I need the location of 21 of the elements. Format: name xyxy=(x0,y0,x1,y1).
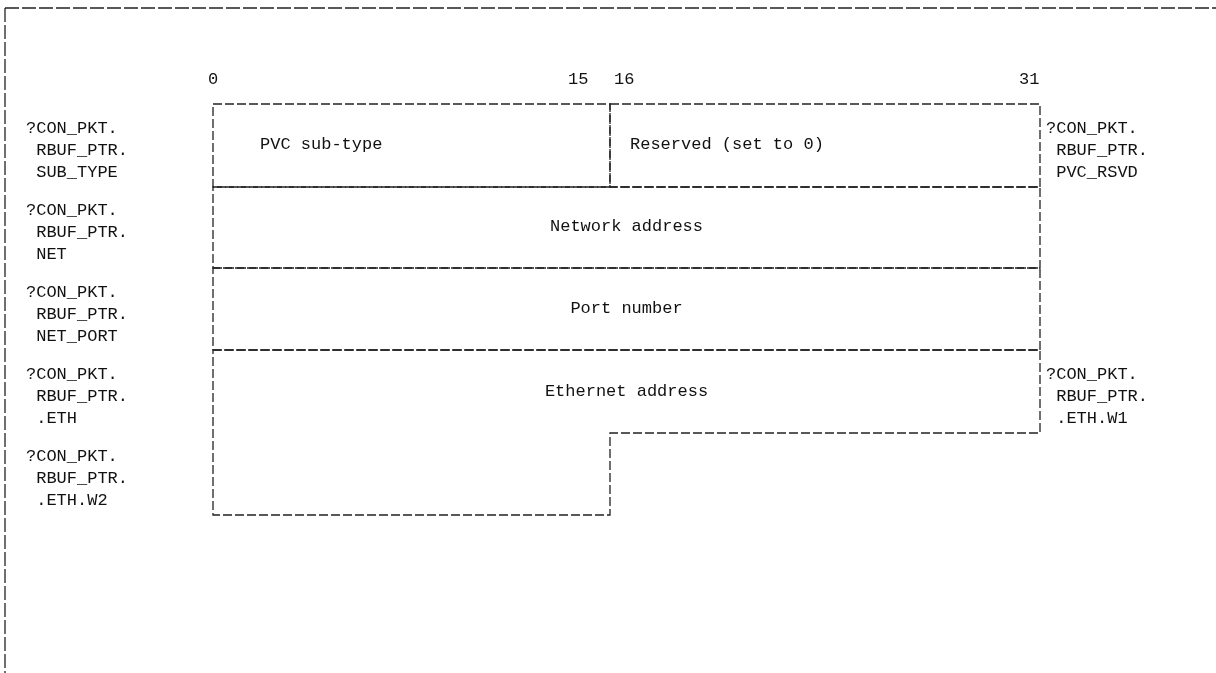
field-box xyxy=(213,350,1040,515)
field-box xyxy=(213,104,610,187)
bit-number: 15 xyxy=(568,70,589,90)
bit-number: 0 xyxy=(208,70,219,90)
bit-number: 16 xyxy=(614,70,635,90)
field-symbol: ?CON_PKT. RBUF_PTR. .ETH.W1 xyxy=(1046,364,1148,430)
field-symbol: ?CON_PKT. RBUF_PTR. SUB_TYPE xyxy=(26,118,128,184)
field-symbol: ?CON_PKT. RBUF_PTR. .ETH.W2 xyxy=(26,446,128,512)
field-symbol: ?CON_PKT. RBUF_PTR. .ETH xyxy=(26,364,128,430)
field-name: Reserved (set to 0) xyxy=(630,135,824,155)
field-box xyxy=(213,268,1040,350)
field-name: Network address xyxy=(549,217,704,237)
field-name: PVC sub-type xyxy=(260,135,383,155)
bit-number: 31 xyxy=(1019,70,1040,90)
field-symbol: ?CON_PKT. RBUF_PTR. NET_PORT xyxy=(26,282,128,348)
field-box xyxy=(610,104,1040,187)
field-symbol: ?CON_PKT. RBUF_PTR. NET xyxy=(26,200,128,266)
field-symbol: ?CON_PKT. RBUF_PTR. PVC_RSVD xyxy=(1046,118,1148,184)
field-name: Port number xyxy=(569,299,684,319)
field-name: Ethernet address xyxy=(543,382,710,402)
field-box xyxy=(213,187,1040,268)
